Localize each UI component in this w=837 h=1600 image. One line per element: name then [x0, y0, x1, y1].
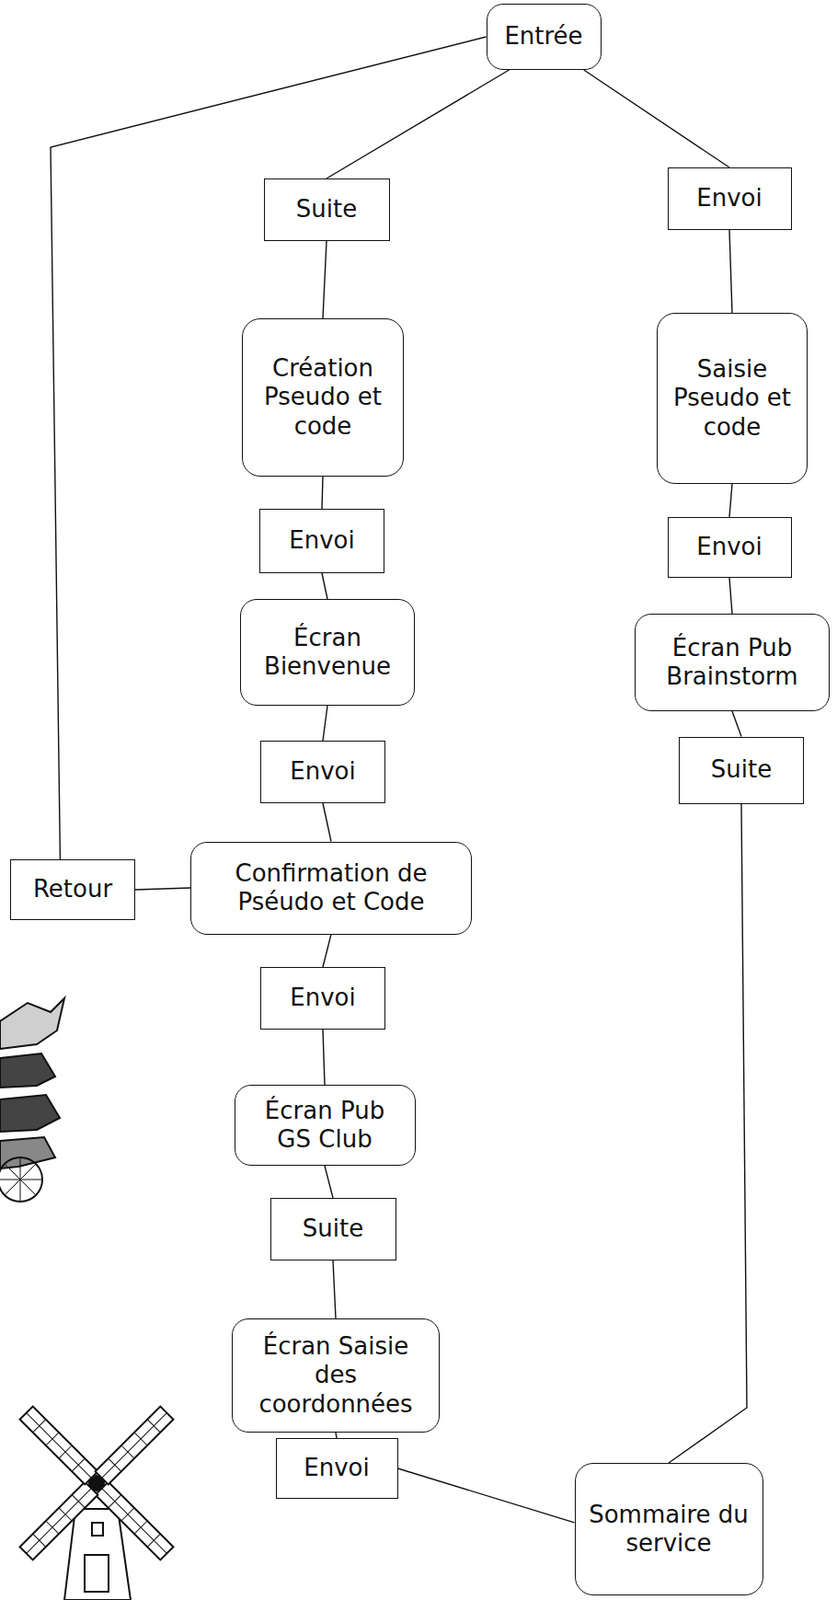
windmill-tower — [64, 1508, 131, 1600]
screen-box: Saisie Pseudo et code — [656, 312, 808, 484]
windmill-door — [84, 1554, 109, 1592]
figure-body — [0, 1136, 56, 1169]
screen-box: Écran Bienvenue — [240, 598, 415, 706]
node-label: Envoi — [288, 526, 355, 555]
flow-line — [322, 1029, 325, 1085]
cyclist-clipart — [0, 997, 65, 1202]
screen-box: Écran Pub GS Club — [234, 1084, 416, 1166]
node-label: Envoi — [289, 983, 356, 1012]
windmill-window — [91, 1522, 104, 1536]
flow-line — [50, 36, 487, 860]
screen-box: Écran Pub Brainstorm — [634, 613, 830, 711]
screen-box: Confirmation de Pséudo et Code — [190, 841, 472, 935]
node-label: Envoi — [289, 756, 356, 786]
flow-line — [668, 803, 747, 1464]
flow-line — [324, 1165, 333, 1198]
figure-stripes — [0, 1053, 60, 1132]
node-label: Envoi — [696, 532, 762, 562]
flow-line — [729, 229, 733, 313]
windmill-sails — [0, 1341, 238, 1600]
node-label: Écran Pub Brainstorm — [644, 633, 820, 691]
flow-line — [322, 240, 327, 319]
flow-line — [326, 69, 510, 179]
action-box: Suite — [263, 178, 390, 241]
flow-line — [732, 710, 742, 737]
node-label: Saisie Pseudo et code — [666, 355, 798, 442]
action-box: Suite — [678, 736, 804, 804]
sail — [20, 1406, 99, 1485]
windmill-clipart — [0, 1341, 238, 1600]
figure-head — [0, 997, 65, 1049]
node-label: Écran Saisie des coordonnées — [241, 1331, 430, 1419]
action-box: Envoi — [667, 167, 792, 230]
flow-line — [321, 573, 328, 599]
screen-box: Sommaire du service — [574, 1462, 764, 1595]
action-box: Retour — [10, 859, 136, 920]
screen-box: Entrée — [486, 3, 602, 70]
screen-box: Création Pseudo et code — [241, 318, 404, 477]
node-label: Suite — [296, 194, 357, 224]
flow-line — [321, 476, 323, 509]
node-label: Retour — [33, 874, 113, 904]
flow-line — [135, 887, 191, 890]
node-label: Écran Pub GS Club — [244, 1096, 406, 1154]
action-box: Envoi — [260, 966, 386, 1030]
node-label: Envoi — [696, 183, 762, 213]
node-label: Sommaire du service — [584, 1500, 754, 1558]
screen-box: Écran Saisie des coordonnées — [231, 1318, 440, 1433]
action-box: Suite — [270, 1197, 397, 1261]
wheel-spokes — [0, 1157, 43, 1202]
node-label: Envoi — [303, 1453, 369, 1482]
flow-line — [322, 705, 328, 741]
node-label: Entrée — [504, 22, 583, 51]
action-box: Envoi — [275, 1437, 399, 1499]
sail — [95, 1406, 174, 1485]
node-label: Création Pseudo et code — [252, 354, 394, 441]
flow-line — [322, 802, 332, 842]
node-label: Confirmation de Pséudo et Code — [200, 859, 462, 917]
flow-line — [584, 69, 730, 168]
sail-hub — [86, 1472, 108, 1494]
flow-line — [322, 934, 332, 968]
flow-line — [729, 483, 733, 517]
action-box: Envoi — [667, 516, 792, 578]
action-box: Envoi — [259, 508, 385, 574]
flow-line — [398, 1467, 575, 1523]
node-label: Suite — [302, 1214, 364, 1243]
node-label: Suite — [710, 755, 772, 784]
flow-line — [729, 577, 733, 614]
action-box: Envoi — [260, 740, 386, 803]
sail — [20, 1481, 99, 1560]
node-label: Écran Bienvenue — [250, 623, 405, 681]
flow-line — [332, 1260, 336, 1319]
sail — [95, 1481, 174, 1560]
bike-wheel — [0, 1157, 43, 1202]
